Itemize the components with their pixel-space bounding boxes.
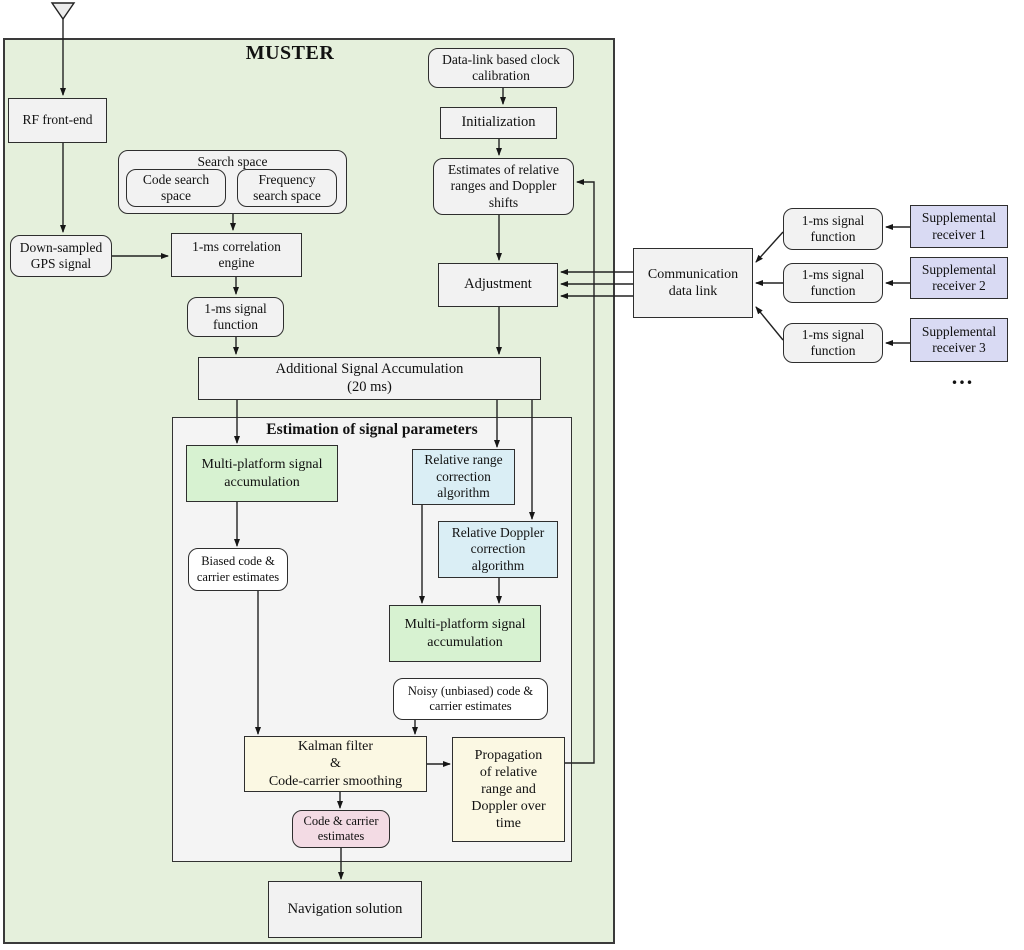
node-adjustment: Adjustment — [438, 263, 558, 307]
receivers-ellipsis: ... — [951, 364, 975, 389]
node-clock-calibration: Data-link based clock calibration — [428, 48, 574, 88]
node-1ms-signal-function-r2: 1-ms signal function — [783, 263, 883, 303]
node-correlation-engine: 1-ms correlation engine — [171, 233, 302, 277]
node-signal-accumulation: Additional Signal Accumulation (20 ms) — [198, 357, 541, 400]
node-1ms-signal-function-r1: 1-ms signal function — [783, 208, 883, 250]
node-multi-platform-accumulation-1: Multi-platform signal accumulation — [186, 445, 338, 502]
node-kalman-filter: Kalman filter & Code-carrier smoothing — [244, 736, 427, 792]
node-multi-platform-accumulation-2: Multi-platform signal accumulation — [389, 605, 541, 662]
node-1ms-signal-function: 1-ms signal function — [187, 297, 284, 337]
node-biased-estimates: Biased code & carrier estimates — [188, 548, 288, 591]
node-code-carrier-estimates: Code & carrier estimates — [292, 810, 390, 848]
search-space-title: Search space — [197, 154, 268, 169]
node-navigation-solution: Navigation solution — [268, 881, 422, 938]
node-code-search-space: Code search space — [126, 169, 226, 207]
node-frequency-search-space: Frequency search space — [237, 169, 337, 207]
node-relative-range-correction: Relative range correction algorithm — [412, 449, 515, 505]
node-propagation: Propagation of relative range and Dopple… — [452, 737, 565, 842]
estimation-title: Estimation of signal parameters — [266, 421, 478, 438]
node-initialization: Initialization — [440, 107, 557, 139]
node-down-sampled-gps-signal: Down-sampled GPS signal — [10, 235, 112, 277]
node-supplemental-receiver-2: Supplemental receiver 2 — [910, 257, 1008, 299]
node-estimates-ranges-doppler: Estimates of relative ranges and Doppler… — [433, 158, 574, 215]
node-1ms-signal-function-r3: 1-ms signal function — [783, 323, 883, 363]
node-supplemental-receiver-3: Supplemental receiver 3 — [910, 318, 1008, 362]
node-relative-doppler-correction: Relative Doppler correction algorithm — [438, 521, 558, 578]
node-supplemental-receiver-1: Supplemental receiver 1 — [910, 205, 1008, 248]
node-rf-front-end: RF front-end — [8, 98, 107, 143]
node-communication-data-link: Communication data link — [633, 248, 753, 318]
node-noisy-estimates: Noisy (unbiased) code & carrier estimate… — [393, 678, 548, 720]
muster-title: MUSTER — [245, 42, 335, 64]
